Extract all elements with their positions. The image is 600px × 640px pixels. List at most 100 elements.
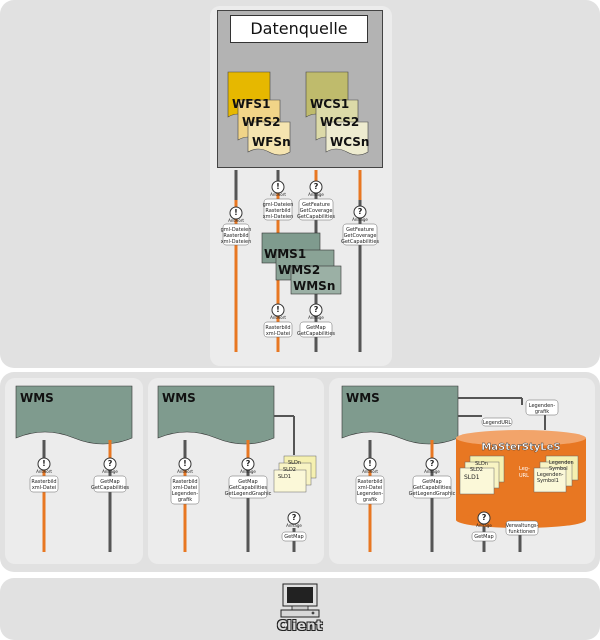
- svg-text:Legenden-: Legenden-: [537, 472, 564, 478]
- flow1-line3: xml-Dateien: [221, 239, 252, 245]
- p2-icon-left: Antwort: [177, 457, 193, 474]
- svg-text:Anfrage: Anfrage: [424, 469, 440, 474]
- svg-text:WMS: WMS: [346, 391, 380, 405]
- flow2-line3: xml-Dateien: [263, 214, 294, 220]
- p1-left-2: xml-Datei: [32, 485, 56, 491]
- p2-right-3: GetLegendGraphic: [225, 491, 272, 497]
- p2-icon-getmap: Anfrage: [286, 511, 302, 528]
- p2-left-1: Rasterbild: [172, 479, 197, 485]
- p2-icon-right: Anfrage: [240, 457, 256, 474]
- flow2-line2: Rasterbild: [265, 208, 290, 214]
- wcs1-label: WCS1: [310, 97, 349, 111]
- leg-url-2: URL: [519, 473, 529, 479]
- legendgrafik-box: [525, 399, 559, 416]
- p3-left-3: Legenden-: [357, 491, 384, 497]
- p2-right-2: GetCapabilities: [229, 485, 267, 491]
- masterstyles-cylinder: MaSterStyLeS SLDn SLD2 SLD1 Leg- URL Leg…: [456, 430, 586, 528]
- panel3-wms: WMS: [341, 385, 459, 445]
- p3-icon-right: Anfrage: [424, 457, 440, 474]
- svg-text:Antwort: Antwort: [362, 469, 378, 474]
- svg-text:WMS: WMS: [162, 391, 196, 405]
- svg-text:Legenden: Legenden: [549, 460, 574, 466]
- svg-text:Anfrage: Anfrage: [308, 315, 324, 320]
- wmsn-label: WMSn: [293, 279, 335, 293]
- p1-left-1: Rasterbild: [31, 479, 56, 485]
- p2-left-2: xml-Datei: [173, 485, 197, 491]
- computer-icon: [280, 583, 320, 618]
- flow3-line1: GetFeature: [302, 202, 330, 208]
- legendurl-box: [481, 417, 513, 427]
- p1-right-2: GetCapabilities: [91, 485, 129, 491]
- flow-icon-1: Antwort: [228, 206, 244, 223]
- flow-icon-4: Anfrage: [352, 205, 368, 222]
- svg-text:SLD1: SLD1: [464, 474, 480, 481]
- svg-text:Symbol1: Symbol1: [537, 478, 559, 484]
- flow-icon-2: Antwort: [270, 180, 286, 197]
- svg-text:Anfrage: Anfrage: [352, 217, 368, 222]
- svg-text:Anfrage: Anfrage: [286, 523, 302, 528]
- svg-text:Anfrage: Anfrage: [308, 192, 324, 197]
- flow-icon-6: Anfrage: [308, 303, 324, 320]
- svg-text:Symbol: Symbol: [549, 466, 568, 472]
- svg-text:SLD2: SLD2: [283, 467, 296, 473]
- flow5-line1: Rasterbild: [265, 325, 290, 331]
- wfs-stack: WFS1 WFS2 WFSn: [227, 71, 291, 156]
- wfsn-label: WFSn: [252, 135, 291, 149]
- legendurl-label: LegendURL: [483, 420, 512, 426]
- svg-text:Anfrage: Anfrage: [240, 469, 256, 474]
- flow-icon-3: Anfrage: [308, 180, 324, 197]
- svg-text:SLDn: SLDn: [475, 461, 488, 467]
- p2-sld-stack: SLDn SLD2 SLD1: [273, 455, 317, 493]
- p3-left-2: xml-Datei: [358, 485, 382, 491]
- flow5-line2: xml-Datei: [266, 331, 290, 337]
- svg-text:Anfrage: Anfrage: [102, 469, 118, 474]
- svg-text:SLD1: SLD1: [278, 474, 291, 480]
- p3-left-1: Rasterbild: [357, 479, 382, 485]
- svg-text:Anfrage: Anfrage: [476, 523, 492, 528]
- p2-left-4: grafik: [178, 497, 192, 503]
- wms1-label: WMS1: [264, 247, 306, 261]
- p3-icon-left: Antwort: [362, 457, 378, 474]
- datasource-title: Datenquelle: [230, 15, 368, 43]
- flow3-line2: GetCoverage: [300, 208, 333, 214]
- svg-text:Antwort: Antwort: [36, 469, 52, 474]
- legendgrafik-1: Legenden-: [529, 403, 556, 409]
- flow4-line2: GetCoverage: [344, 233, 377, 239]
- wms2-label: WMS2: [278, 263, 320, 277]
- svg-text:SLD2: SLD2: [470, 467, 483, 473]
- p3-getmap: GetMap: [474, 534, 493, 540]
- p2-right-1: GetMap: [238, 479, 257, 485]
- p1-icon-left: Antwort: [36, 457, 52, 474]
- flow-icon-5: Antwort: [270, 303, 286, 320]
- p3-right-3: GetLegendGraphic: [409, 491, 456, 497]
- wfs1-label: WFS1: [232, 97, 270, 111]
- panel1-wms: WMS: [15, 385, 133, 445]
- p1-right-1: GetMap: [100, 479, 119, 485]
- p3-right-2: GetCapabilities: [413, 485, 451, 491]
- verwaltung-1: Verwaltungs-: [506, 523, 539, 529]
- svg-text:WMS: WMS: [20, 391, 54, 405]
- flow6-line2: GetCapabilities: [297, 331, 335, 337]
- p3-right-1: GetMap: [422, 479, 441, 485]
- flow2-line1: gml-Dateien: [263, 202, 294, 208]
- p2-getmap: GetMap: [284, 534, 303, 540]
- flow4-line3: GetCapabilities: [341, 239, 379, 245]
- p3-icon-getmap: Anfrage: [476, 511, 492, 528]
- wfs2-label: WFS2: [242, 115, 280, 129]
- panel2-wms: WMS: [157, 385, 275, 445]
- svg-text:Antwort: Antwort: [177, 469, 193, 474]
- p1-icon-right: Anfrage: [102, 457, 118, 474]
- flow3-line3: GetCapabilities: [297, 214, 335, 220]
- svg-text:SLDn: SLDn: [288, 460, 301, 466]
- svg-text:Antwort: Antwort: [270, 315, 286, 320]
- wcsn-label: WCSn: [330, 135, 369, 149]
- masterstyles-title: MaSterStyLeS: [481, 442, 560, 453]
- p3-left-4: grafik: [363, 497, 377, 503]
- client-label: Client: [277, 619, 323, 634]
- flow1-line1: gml-Dateien: [221, 227, 252, 233]
- svg-text:Antwort: Antwort: [228, 218, 244, 223]
- wcs-stack: WCS1 WCS2 WCSn: [305, 71, 369, 156]
- wcs2-label: WCS2: [320, 115, 359, 129]
- flow4-line1: GetFeature: [346, 227, 374, 233]
